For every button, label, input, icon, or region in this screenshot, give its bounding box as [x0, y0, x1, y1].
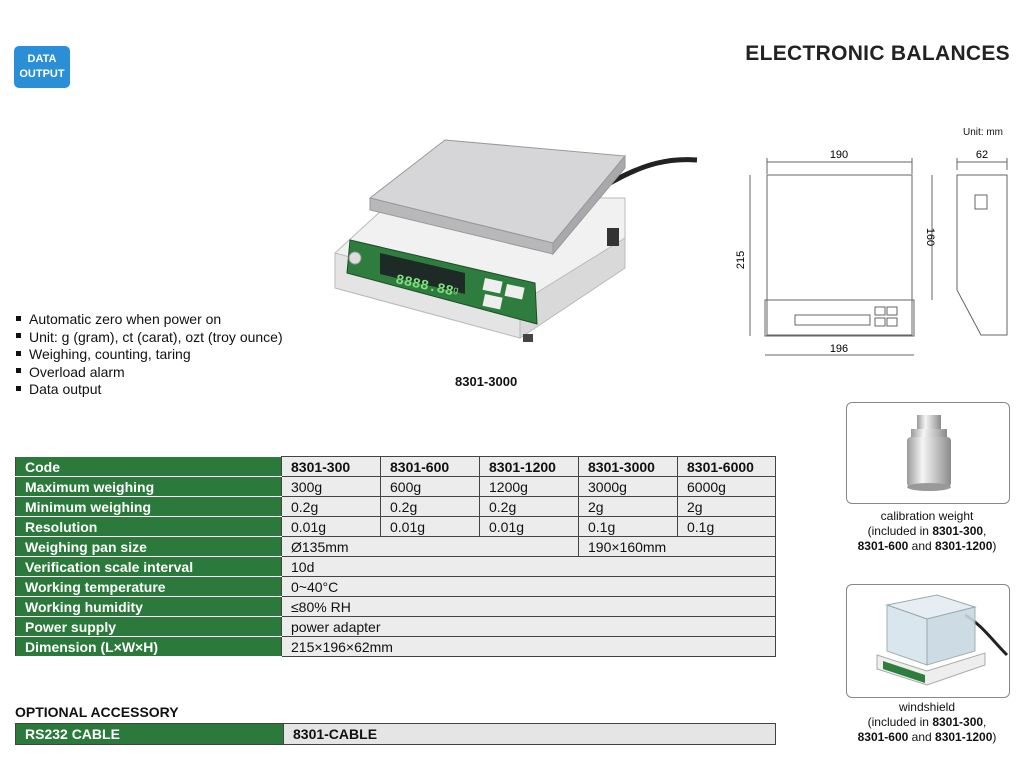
table-cell: 1200g: [479, 476, 579, 497]
page-title: ELECTRONIC BALANCES: [745, 42, 1010, 65]
table-cell: 300g: [281, 476, 381, 497]
calibration-weight-image: [846, 402, 1010, 504]
accessory-table: RS232 CABLE 8301-CABLE: [15, 723, 776, 745]
balance-product-image: 8888.88 g: [334, 139, 698, 342]
table-row: Weighing pan size Ø135mm 190×160mm: [15, 536, 776, 557]
dimension-drawing: 190 215 160 196 62: [735, 149, 1008, 356]
data-output-badge: DATA OUTPUT: [14, 46, 70, 88]
table-row: Minimum weighing 0.2g 0.2g 0.2g 2g 2g: [15, 496, 776, 517]
table-cell: 8301-600: [380, 456, 480, 477]
feature-item: Data output: [16, 381, 283, 399]
windshield-icon: [876, 594, 1009, 686]
table-cell: power adapter: [281, 616, 776, 637]
row-label: Minimum weighing: [15, 496, 282, 517]
product-model-caption: 8301-3000: [455, 374, 518, 389]
unit-note: Unit: mm: [963, 127, 1003, 138]
dim-bottom-width: 196: [830, 343, 848, 355]
tare-key-icon: [504, 284, 525, 300]
dim-height: 215: [735, 251, 747, 269]
row-label: Code: [15, 456, 282, 477]
weight-icon: [907, 415, 951, 491]
row-label: Power supply: [15, 616, 282, 637]
row-label: Dimension (L×W×H): [15, 636, 282, 657]
feature-item: Weighing, counting, taring: [16, 346, 283, 364]
feature-item: Automatic zero when power on: [16, 311, 283, 329]
row-label: Working humidity: [15, 596, 282, 617]
windshield-name: windshield: [898, 700, 956, 714]
accessory-code: 8301-CABLE: [283, 723, 776, 745]
table-row: RS232 CABLE 8301-CABLE: [15, 723, 776, 745]
calibration-included: (included in 8301-300,: [867, 524, 987, 538]
windshield-image: [846, 584, 1010, 698]
windshield-included: (included in 8301-300,: [867, 715, 987, 729]
table-cell: 3000g: [578, 476, 678, 497]
table-cell: 2g: [578, 496, 678, 517]
count-key-icon: [482, 278, 503, 294]
table-cell: 0.2g: [380, 496, 480, 517]
table-cell: 0.1g: [677, 516, 776, 537]
dim-top-width: 190: [830, 149, 848, 161]
feature-item: Overload alarm: [16, 364, 283, 382]
table-cell: 8301-1200: [479, 456, 579, 477]
table-cell: 0.01g: [479, 516, 579, 537]
table-row: Power supply power adapter: [15, 616, 776, 637]
table-cell: 600g: [380, 476, 480, 497]
badge-line-2: OUTPUT: [19, 68, 65, 80]
optional-accessory-heading: OPTIONAL ACCESSORY: [15, 704, 179, 720]
table-row: Code 8301-300 8301-600 8301-1200 8301-30…: [15, 456, 776, 477]
table-cell: 0.01g: [281, 516, 381, 537]
table-cell: 2g: [677, 496, 776, 517]
feature-item: Unit: g (gram), ct (carat), ozt (troy ou…: [16, 329, 283, 347]
table-cell: Ø135mm: [281, 536, 579, 557]
dim-side-depth: 62: [976, 149, 988, 161]
feature-list: Automatic zero when power on Unit: g (gr…: [16, 311, 283, 399]
row-label: Maximum weighing: [15, 476, 282, 497]
table-cell: 0.2g: [479, 496, 579, 517]
table-cell: 0.1g: [578, 516, 678, 537]
table-cell: ≤80% RH: [281, 596, 776, 617]
calibration-included-2: 8301-600 and 8301-1200): [857, 539, 997, 553]
dim-pan-depth: 160: [924, 228, 936, 246]
row-label: Weighing pan size: [15, 536, 282, 557]
table-cell: 6000g: [677, 476, 776, 497]
row-label: Verification scale interval: [15, 556, 282, 577]
accessory-label: RS232 CABLE: [15, 723, 284, 745]
table-row: Maximum weighing 300g 600g 1200g 3000g 6…: [15, 476, 776, 497]
spec-table: Code 8301-300 8301-600 8301-1200 8301-30…: [15, 456, 776, 657]
table-cell: 215×196×62mm: [281, 636, 776, 657]
table-cell: 8301-300: [281, 456, 381, 477]
table-cell: 0.01g: [380, 516, 480, 537]
table-row: Dimension (L×W×H) 215×196×62mm: [15, 636, 776, 657]
table-cell: 0.2g: [281, 496, 381, 517]
table-cell: 190×160mm: [578, 536, 776, 557]
cal-key-icon: [482, 294, 503, 310]
table-cell: 8301-6000: [677, 456, 776, 477]
row-label: Resolution: [15, 516, 282, 537]
table-row: Working humidity ≤80% RH: [15, 596, 776, 617]
row-label: Working temperature: [15, 576, 282, 597]
badge-line-1: DATA: [27, 53, 57, 65]
display-unit: g: [453, 284, 460, 295]
calibration-caption: calibration weight (included in 8301-300…: [832, 509, 1022, 554]
table-row: Working temperature 0~40°C: [15, 576, 776, 597]
table-cell: 10d: [281, 556, 776, 577]
table-cell: 0~40°C: [281, 576, 776, 597]
calibration-name: calibration weight: [880, 509, 974, 523]
table-cell: 8301-3000: [578, 456, 678, 477]
windshield-caption: windshield (included in 8301-300, 8301-6…: [832, 700, 1022, 745]
table-row: Verification scale interval 10d: [15, 556, 776, 577]
windshield-included-2: 8301-600 and 8301-1200): [857, 730, 997, 744]
table-row: Resolution 0.01g 0.01g 0.01g 0.1g 0.1g: [15, 516, 776, 537]
